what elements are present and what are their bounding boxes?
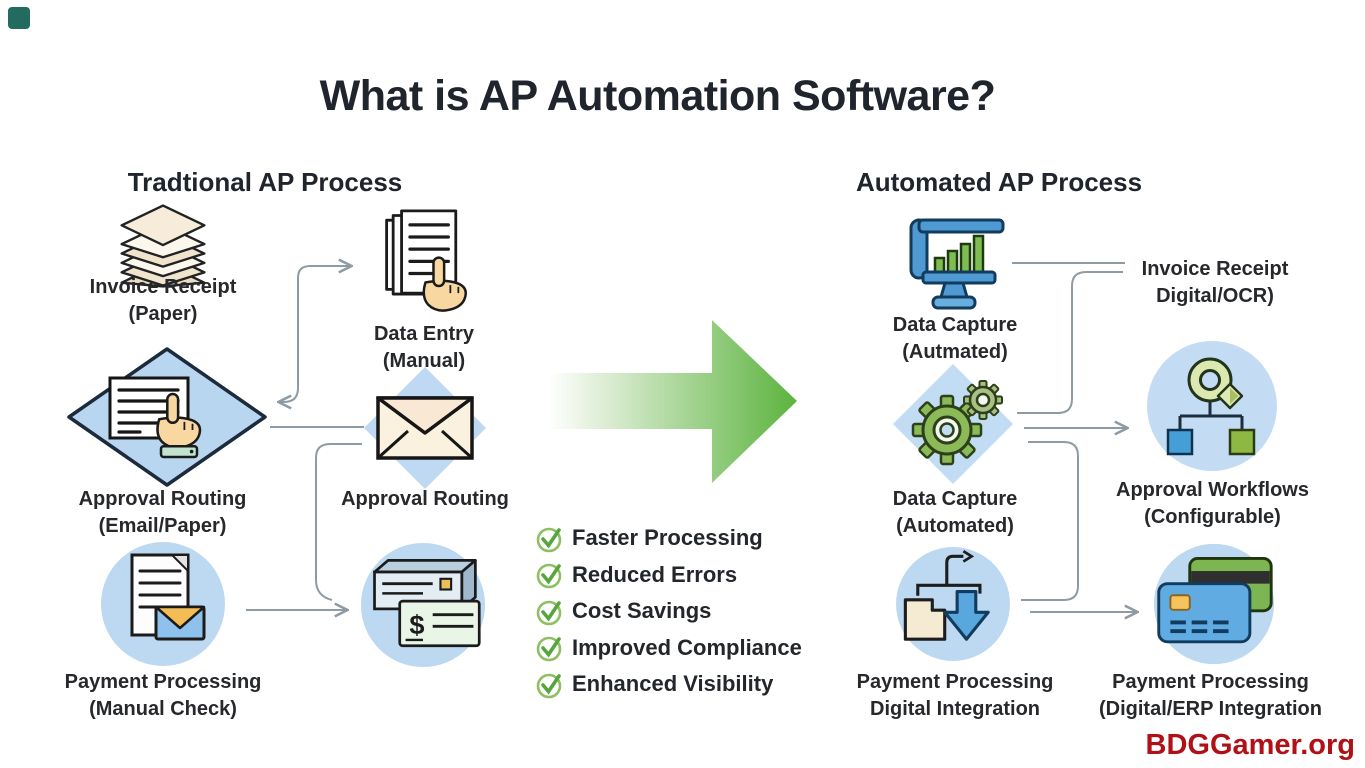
corner-mark <box>8 7 30 29</box>
invoice-receipt-digital-label: Invoice Receipt Digital/OCR) <box>1141 258 1289 307</box>
document-envelope-icon <box>101 542 225 666</box>
check-circle-icon <box>536 673 562 699</box>
data-capture-mid-label: Data Capture (Automated) <box>892 488 1018 537</box>
paper-stack-icon <box>120 204 206 288</box>
benefits-list: Faster Processing Reduced Errors Cost Sa… <box>534 520 834 703</box>
monitor-chart-icon <box>909 218 1005 310</box>
invoice-receipt-label: Invoice Receipt (Paper) <box>89 276 237 325</box>
benefit-item: Reduced Errors <box>534 557 834 594</box>
workflow-org-chart-icon <box>1147 341 1277 471</box>
bank-checks-icon: $ <box>360 542 486 668</box>
document-hand-diamond-icon <box>67 347 267 487</box>
svg-text:$: $ <box>409 609 424 640</box>
watermark: BDGGamer.org <box>1145 729 1356 761</box>
gears-diamond-icon <box>893 364 1013 484</box>
data-entry-label: Data Entry (Manual) <box>373 323 475 372</box>
payment-erp-label: Payment Processing (Digital/ERP Integrat… <box>1099 671 1322 720</box>
payment-processing-manual-label: Payment Processing (Manual Check) <box>64 671 262 720</box>
benefit-item: Enhanced Visibility <box>534 666 834 703</box>
page-title: What is AP Automation Software? <box>319 72 996 120</box>
benefit-item: Cost Savings <box>534 593 834 630</box>
benefit-item: Faster Processing <box>534 520 834 557</box>
flowchart-download-icon <box>896 547 1010 661</box>
payment-digital-label: Payment Processing Digital Integration <box>856 671 1054 720</box>
benefit-item: Improved Compliance <box>534 630 834 667</box>
check-circle-icon <box>536 636 562 662</box>
approval-routing-label: Approval Routing <box>341 488 509 510</box>
credit-cards-icon <box>1153 543 1275 665</box>
check-circle-icon <box>536 600 562 626</box>
data-capture-top-label: Data Capture (Autmated) <box>892 314 1018 363</box>
green-transition-arrow <box>548 320 797 483</box>
approval-workflows-label: Approval Workflows (Configurable) <box>1116 479 1309 528</box>
envelope-diamond-icon <box>364 367 486 489</box>
left-column-header: Tradtional AP Process <box>127 167 403 197</box>
document-hand-icon <box>385 209 467 312</box>
check-circle-icon <box>536 563 562 589</box>
right-column-header: Automated AP Process <box>855 167 1143 197</box>
approval-routing-email-label: Approval Routing (Email/Paper) <box>78 488 247 537</box>
check-circle-icon <box>536 527 562 553</box>
